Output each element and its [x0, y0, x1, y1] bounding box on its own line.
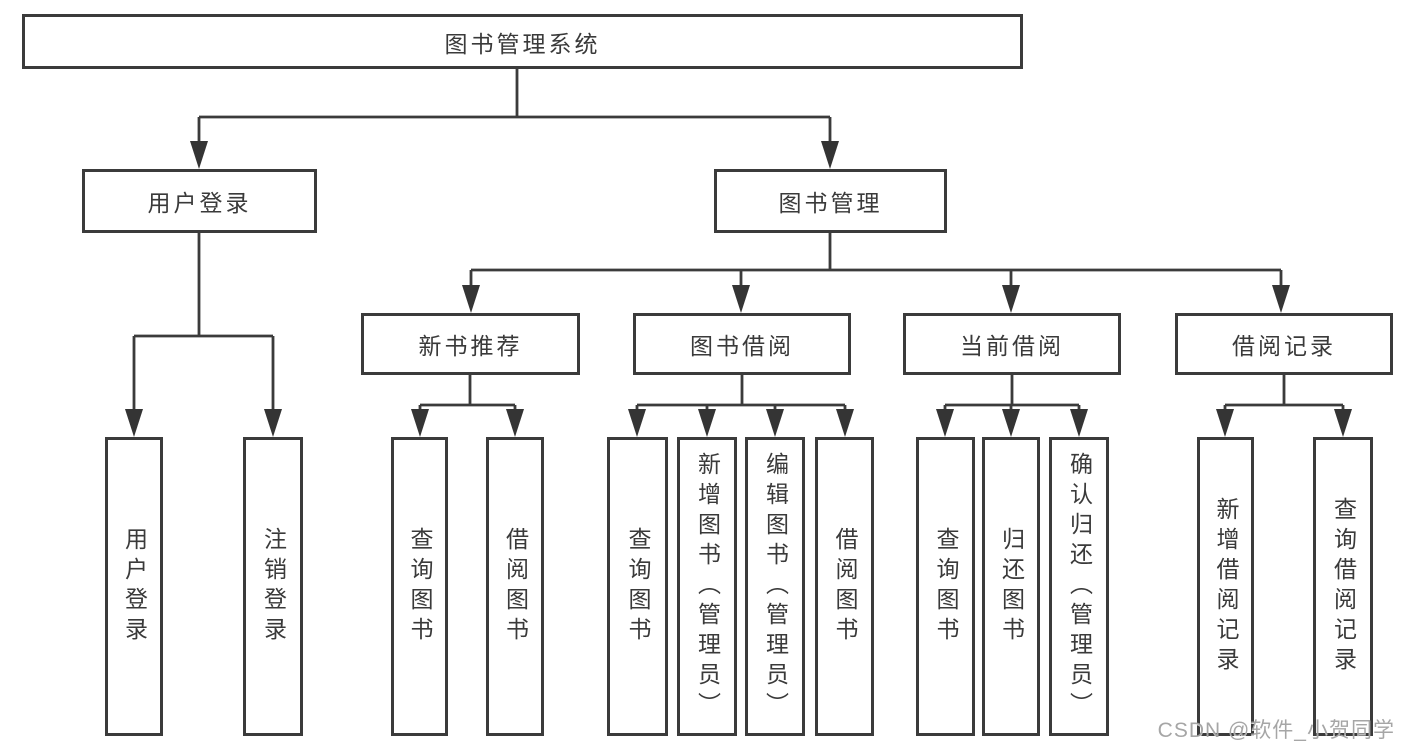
leaf-logout-label: 注销登录 — [260, 526, 287, 647]
arrowhead-icon — [836, 409, 854, 437]
leaf-user-login-label: 用户登录 — [121, 526, 148, 647]
arrowhead-icon — [698, 409, 716, 437]
arrowhead-icon — [1334, 409, 1352, 437]
leaf-query-books-current: 查询图书 — [916, 437, 975, 736]
leaf-query-books-recommend: 查询图书 — [391, 437, 448, 736]
node-new-book-recommend: 新书推荐 — [361, 313, 580, 375]
arrowhead-icon — [1070, 409, 1088, 437]
leaf-query-borrow-record-label: 查询借阅记录 — [1330, 496, 1357, 677]
leaf-borrow-books-label: 借阅图书 — [832, 526, 858, 647]
arrowhead-icon — [462, 285, 480, 313]
arrowhead-icon — [936, 409, 954, 437]
node-book-borrow-label: 图书借阅 — [690, 333, 794, 359]
leaf-confirm-return-admin-label: 确认归还（管理员） — [1066, 451, 1093, 722]
leaf-query-borrow-record: 查询借阅记录 — [1313, 437, 1373, 736]
arrowhead-icon — [628, 409, 646, 437]
leaf-query-books-borrow: 查询图书 — [607, 437, 668, 736]
leaf-add-book-admin: 新增图书（管理员） — [677, 437, 737, 736]
arrowhead-icon — [766, 409, 784, 437]
leaf-query-books-recommend-label: 查询图书 — [407, 526, 433, 647]
leaf-logout: 注销登录 — [243, 437, 303, 736]
node-book-management-label: 图书管理 — [778, 190, 883, 216]
node-user-login: 用户登录 — [82, 169, 317, 233]
arrowhead-icon — [1002, 285, 1020, 313]
arrowhead-icon — [264, 409, 282, 437]
connector-path — [132, 69, 1345, 411]
arrowhead-icon — [1002, 409, 1020, 437]
leaf-return-books: 归还图书 — [982, 437, 1040, 736]
leaf-borrow-books-recommend: 借阅图书 — [486, 437, 544, 736]
leaf-borrow-books: 借阅图书 — [815, 437, 874, 736]
node-book-management: 图书管理 — [714, 169, 947, 233]
arrowhead-icon — [1216, 409, 1234, 437]
node-new-book-recommend-label: 新书推荐 — [418, 333, 523, 359]
leaf-add-borrow-record: 新增借阅记录 — [1197, 437, 1254, 736]
node-borrow-records-label: 借阅记录 — [1232, 333, 1336, 359]
leaf-add-borrow-record-label: 新增借阅记录 — [1213, 496, 1239, 677]
node-book-borrow: 图书借阅 — [633, 313, 851, 375]
arrowhead-icon — [411, 409, 429, 437]
watermark: CSDN @软件_小贺同学 — [1157, 719, 1395, 742]
leaf-borrow-books-recommend-label: 借阅图书 — [502, 526, 529, 647]
leaf-query-books-borrow-label: 查询图书 — [625, 526, 651, 647]
node-borrow-records: 借阅记录 — [1175, 313, 1393, 375]
leaf-edit-book-admin: 编辑图书（管理员） — [745, 437, 805, 736]
node-root-label: 图书管理系统 — [444, 30, 601, 57]
leaf-query-books-current-label: 查询图书 — [933, 526, 959, 647]
node-current-borrow: 当前借阅 — [903, 313, 1121, 375]
arrowhead-icon — [190, 141, 208, 169]
leaf-edit-book-admin-label: 编辑图书（管理员） — [762, 451, 789, 722]
leaf-user-login: 用户登录 — [105, 437, 163, 736]
node-user-login-label: 用户登录 — [147, 190, 252, 216]
arrowhead-icon — [1272, 285, 1290, 313]
arrowheads — [125, 141, 1352, 437]
node-root: 图书管理系统 — [22, 14, 1023, 69]
arrowhead-icon — [821, 141, 839, 169]
leaf-add-book-admin-label: 新增图书（管理员） — [694, 451, 721, 722]
leaf-confirm-return-admin: 确认归还（管理员） — [1049, 437, 1109, 736]
arrowhead-icon — [506, 409, 524, 437]
arrowhead-icon — [125, 409, 143, 437]
leaf-return-books-label: 归还图书 — [998, 526, 1025, 647]
arrowhead-icon — [732, 285, 750, 313]
node-current-borrow-label: 当前借阅 — [960, 333, 1064, 359]
